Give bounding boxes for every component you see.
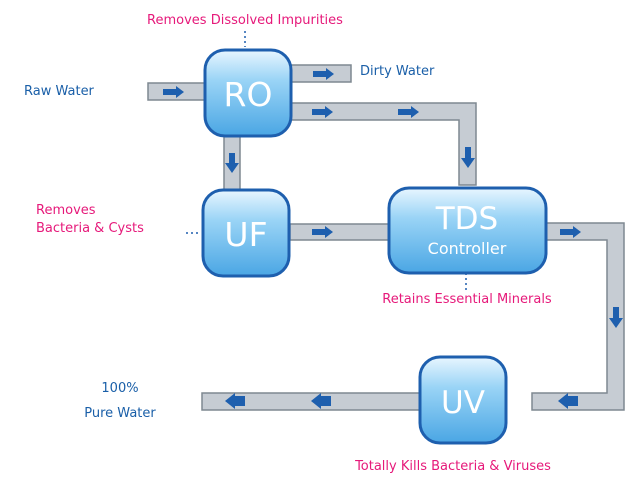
dirty-water-label: Dirty Water <box>360 64 435 79</box>
uf-description-line2: Bacteria & Cysts <box>36 221 144 236</box>
flow-arrow-icon <box>312 226 333 238</box>
unit-tds-sublabel: Controller <box>428 239 507 258</box>
pure-water-line2: Pure Water <box>84 406 156 421</box>
raw-water-label: Raw Water <box>24 84 94 99</box>
pipe-tds-to-uv <box>531 222 625 411</box>
uf-description-line1: Removes <box>36 203 96 218</box>
flow-arrow-icon <box>312 106 333 118</box>
flow-arrow-icon <box>163 86 184 98</box>
unit-tds-label: TDS <box>435 201 498 237</box>
ro-description: Removes Dissolved Impurities <box>147 13 343 28</box>
unit-ro: RO <box>203 48 293 138</box>
unit-ro-label: RO <box>224 75 273 114</box>
flow-arrow-icon <box>225 153 239 173</box>
pipe-uf-to-tds <box>289 223 391 241</box>
unit-uv-label: UV <box>441 385 485 421</box>
uv-description: Totally Kills Bacteria & Viruses <box>355 459 551 474</box>
unit-uf-label: UF <box>224 215 267 254</box>
flow-arrow-icon <box>560 226 581 238</box>
unit-uv: UV <box>418 355 508 445</box>
flow-arrow-icon <box>311 393 331 409</box>
flow-arrow-icon <box>398 106 419 118</box>
flow-arrow-icon <box>461 147 475 168</box>
flow-arrow-icon <box>313 68 334 80</box>
unit-uf: UF <box>201 188 291 278</box>
flow-arrow-icon <box>609 307 623 328</box>
tds-description: Retains Essential Minerals <box>382 292 552 307</box>
flow-arrow-icon <box>225 393 245 409</box>
pure-water-line1: 100% <box>101 381 139 396</box>
flow-arrow-icon <box>558 393 578 409</box>
unit-tds: TDS Controller <box>387 186 548 275</box>
leader-lines <box>186 31 467 290</box>
flow-arrows <box>163 68 623 409</box>
pipe-ro-to-tds <box>289 102 477 186</box>
